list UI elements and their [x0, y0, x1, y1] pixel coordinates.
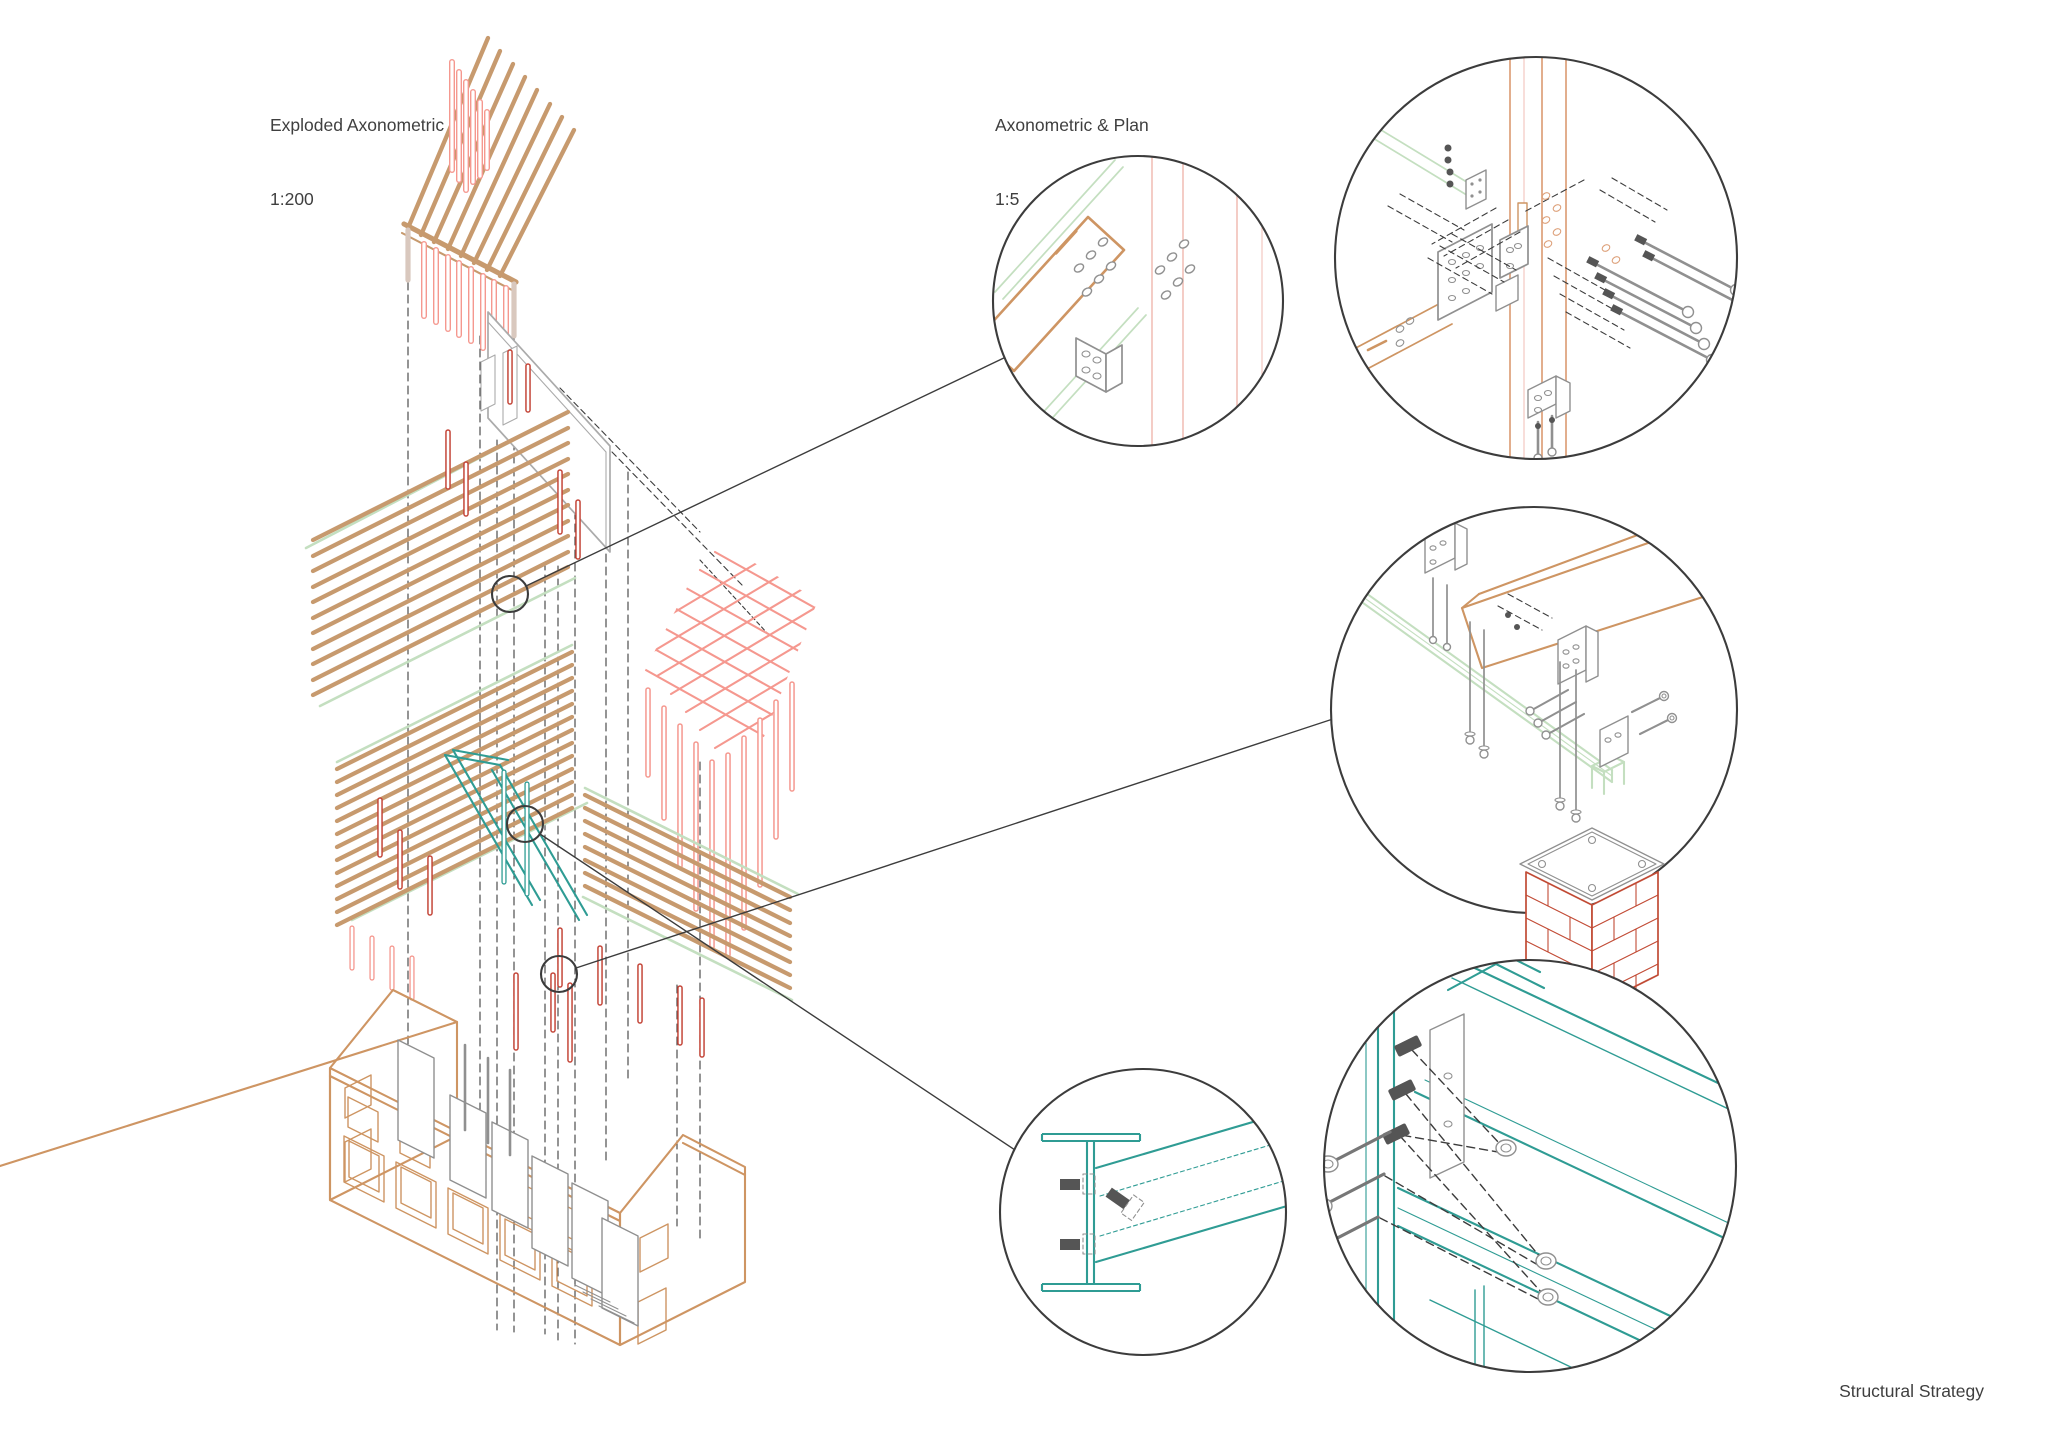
threaded-rods — [1464, 621, 1582, 823]
bolt-projection-dashes — [1379, 1049, 1543, 1301]
detail-circle-ibeam-section — [998, 1067, 1288, 1357]
steel-beam-top — [1413, 960, 1736, 1246]
bolt-projection-dashes — [1387, 177, 1668, 349]
detail-circle-rafter-connection — [991, 154, 1285, 448]
left-view-title: Exploded Axonometric — [270, 115, 445, 135]
hip-roof-grid-pink — [628, 538, 818, 958]
detail-circle-brick-pier — [1329, 505, 1739, 1009]
floor-joists-right — [582, 792, 793, 991]
sheet-title-line1: Structural Strategy — [1839, 1381, 1984, 1401]
projection-diagonals — [559, 387, 769, 635]
mid-roof-rafters — [304, 349, 581, 708]
leader-lines — [525, 355, 1340, 1153]
right-view-scale: 1:5 — [995, 188, 1020, 209]
roof-joists-pink-upper — [449, 59, 490, 193]
exploded-axonometric — [0, 35, 1340, 1347]
dark-bolts — [1382, 1035, 1422, 1145]
angle-bracket — [1075, 337, 1123, 393]
floor-red-hangers — [349, 797, 705, 1063]
end-plate — [1429, 1013, 1465, 1179]
first-floor-structure — [334, 643, 800, 1063]
detail-circle-steel-connection — [1322, 958, 1738, 1374]
left-view-caption: Exploded Axonometric 1:200 — [270, 64, 444, 260]
detail-markers — [490, 574, 579, 994]
detail-circle-exploded-joint — [1333, 55, 1739, 461]
i-beam-elevation — [1040, 1132, 1142, 1293]
existing-building-shell — [0, 988, 747, 1347]
detail-marker-steel-beam — [505, 804, 545, 844]
right-plate — [1599, 690, 1678, 768]
right-view-title: Axonometric & Plan — [995, 115, 1149, 135]
right-view-caption: Axonometric & Plan 1:5 — [995, 64, 1149, 260]
diagonal-beam — [1094, 1110, 1286, 1264]
mid-roof-red-hangers — [445, 349, 581, 560]
hex-nuts — [1495, 1139, 1559, 1306]
detail-marker-rafter — [490, 574, 530, 614]
floor-joists-left — [334, 649, 575, 928]
detail-marker-brick-pier — [539, 954, 579, 994]
center-bracket — [1525, 625, 1599, 740]
left-bracket — [1424, 522, 1468, 652]
web-bolts — [1060, 1173, 1145, 1255]
gable-wall-panel — [480, 311, 611, 553]
hip-grid-hanging-posts — [645, 681, 795, 958]
bolt-heads — [1073, 237, 1196, 300]
interior-partitions — [397, 1039, 639, 1327]
sheet-title: Structural Strategy & Connections — [1839, 1330, 1984, 1448]
steel-beams-teal — [443, 748, 589, 922]
bottom-bracket — [1527, 375, 1571, 459]
left-view-scale: 1:200 — [270, 188, 314, 209]
